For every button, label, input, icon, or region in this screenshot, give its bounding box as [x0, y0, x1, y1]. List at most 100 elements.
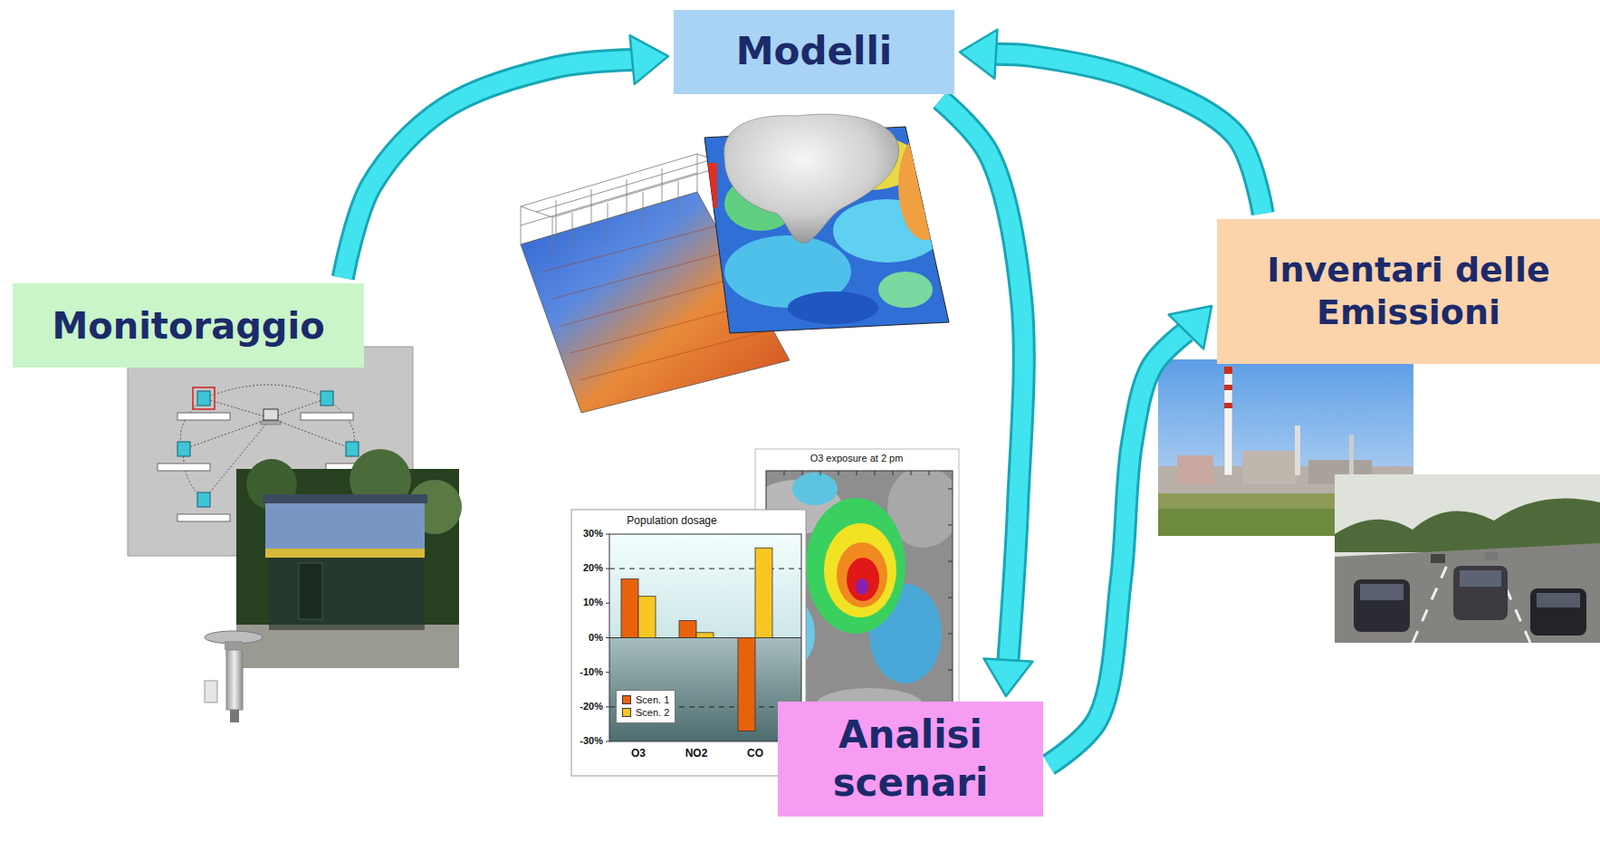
- concentration-map: [898, 131, 953, 240]
- arrow-head: [959, 29, 997, 79]
- ozone-exposure-map: [855, 578, 869, 595]
- emission-inventory-box: Inventari delle Emissioni: [1216, 219, 1600, 365]
- cycle-arrow: [940, 99, 1025, 661]
- cycle-arrow: [996, 54, 1264, 214]
- network-screenshot: [263, 409, 278, 421]
- population-dosage-chart: [737, 638, 756, 732]
- axis-tick: -20%: [579, 700, 604, 713]
- network-screenshot: [192, 387, 215, 410]
- legend-swatch: [622, 708, 632, 718]
- road-traffic-photo: [1334, 474, 1600, 643]
- network-screenshot: [300, 412, 354, 421]
- axis-tick: 10%: [583, 596, 604, 609]
- road-traffic-photo: [1353, 579, 1410, 633]
- road-traffic-photo: [1453, 565, 1508, 621]
- concentration-map: [702, 162, 718, 209]
- road-traffic-photo: [1334, 474, 1600, 643]
- arrow-head: [984, 658, 1034, 697]
- network-screenshot: [197, 492, 211, 508]
- air-sampler-photo: [226, 650, 243, 710]
- industrial-plant-photo: [1224, 366, 1233, 476]
- monitoring-station-photo: [236, 624, 460, 669]
- axis-tick: 0%: [588, 632, 604, 644]
- ozone-exposure-map: [836, 542, 888, 608]
- air-sampler-photo: [204, 680, 218, 703]
- concentration-map: [702, 114, 953, 334]
- population-dosage-chart: [755, 547, 773, 638]
- network-screenshot: [320, 391, 334, 406]
- monitoring-station-photo: [262, 494, 428, 504]
- axis-tick: -10%: [579, 666, 604, 679]
- ozone-exposure-map: [792, 472, 838, 506]
- node-label: Analisi scenari: [790, 711, 1031, 807]
- road-traffic-photo: [1530, 588, 1587, 636]
- chart-title: Population dosage: [626, 515, 717, 528]
- legend-swatch: [622, 695, 632, 705]
- road-traffic-photo: [1430, 554, 1446, 564]
- cycle-arrow: [343, 59, 633, 278]
- arrow-head: [1168, 306, 1212, 349]
- industrial-plant-photo: [1177, 455, 1214, 485]
- chart-legend: Scen. 1Scen. 2: [615, 689, 676, 724]
- cycle-arrow: [940, 99, 1025, 661]
- axis-tick: 30%: [583, 527, 604, 540]
- monitoring-station-photo: [265, 503, 425, 551]
- air-sampler-photo: [229, 709, 240, 723]
- concentration-map: [724, 114, 900, 243]
- road-traffic-photo: [1485, 552, 1498, 561]
- population-dosage-chart: [609, 638, 802, 743]
- models-box: Modelli: [673, 9, 955, 95]
- node-label: Inventari delle Emissioni: [1229, 249, 1588, 336]
- ozone-exposure-map: [784, 470, 953, 707]
- population-dosage-chart: [679, 620, 697, 638]
- category-label: CO: [747, 747, 764, 761]
- legend-entry: Scen. 1: [622, 693, 670, 707]
- axis-tick: -30%: [579, 735, 604, 748]
- population-dosage-chart: [621, 579, 639, 639]
- cycle-arrow: [940, 99, 1034, 697]
- population-dosage-chart: [638, 596, 656, 639]
- population-dosage-chart: [571, 509, 806, 777]
- monitoring-station-photo: [268, 557, 425, 627]
- cycle-arrow: [1048, 306, 1212, 766]
- network-screenshot: [345, 441, 359, 457]
- population-dosage-chart: [605, 534, 610, 742]
- scenario-analysis-box: Analisi scenari: [777, 701, 1044, 817]
- category-label: O3: [631, 747, 646, 761]
- node-label: Monitoraggio: [51, 303, 325, 349]
- network-screenshot: [157, 463, 211, 471]
- category-label: NO2: [685, 747, 709, 761]
- cycle-arrow: [1048, 331, 1187, 765]
- cycle-arrow: [343, 35, 669, 278]
- monitoring-station-photo: [298, 563, 323, 620]
- population-dosage-chart: [571, 509, 806, 777]
- road-traffic-photo: [1412, 561, 1531, 643]
- network-screenshot: [177, 412, 230, 421]
- wind-field-model: [520, 153, 729, 256]
- cycle-arrow: [1048, 331, 1187, 765]
- ozone-exposure-map: [823, 523, 897, 618]
- industrial-plant-photo: [1224, 384, 1233, 391]
- road-traffic-photo: [1536, 593, 1581, 608]
- industrial-plant-photo: [1294, 425, 1301, 476]
- industrial-plant-photo: [1224, 402, 1233, 409]
- industrial-plant-photo: [1224, 366, 1233, 374]
- cycle-arrow: [959, 29, 1264, 214]
- legend-label: Scen. 2: [635, 706, 670, 719]
- population-dosage-chart: [609, 534, 802, 742]
- monitoring-box: Monitoraggio: [12, 283, 365, 368]
- concentration-map: [787, 291, 879, 325]
- legend-label: Scen. 1: [635, 693, 670, 707]
- network-screenshot: [197, 391, 211, 406]
- network-screenshot: [260, 421, 281, 425]
- map-title: O3 exposure at 2 pm: [810, 452, 904, 465]
- monitoring-station-photo: [265, 548, 425, 558]
- cycle-arrow: [343, 59, 633, 278]
- arrow-head: [630, 35, 669, 85]
- network-screenshot: [177, 514, 230, 522]
- monitoring-station-photo: [236, 469, 460, 669]
- road-traffic-photo: [1334, 498, 1600, 554]
- node-label: Modelli: [736, 28, 892, 77]
- cycle-arrow: [996, 54, 1264, 214]
